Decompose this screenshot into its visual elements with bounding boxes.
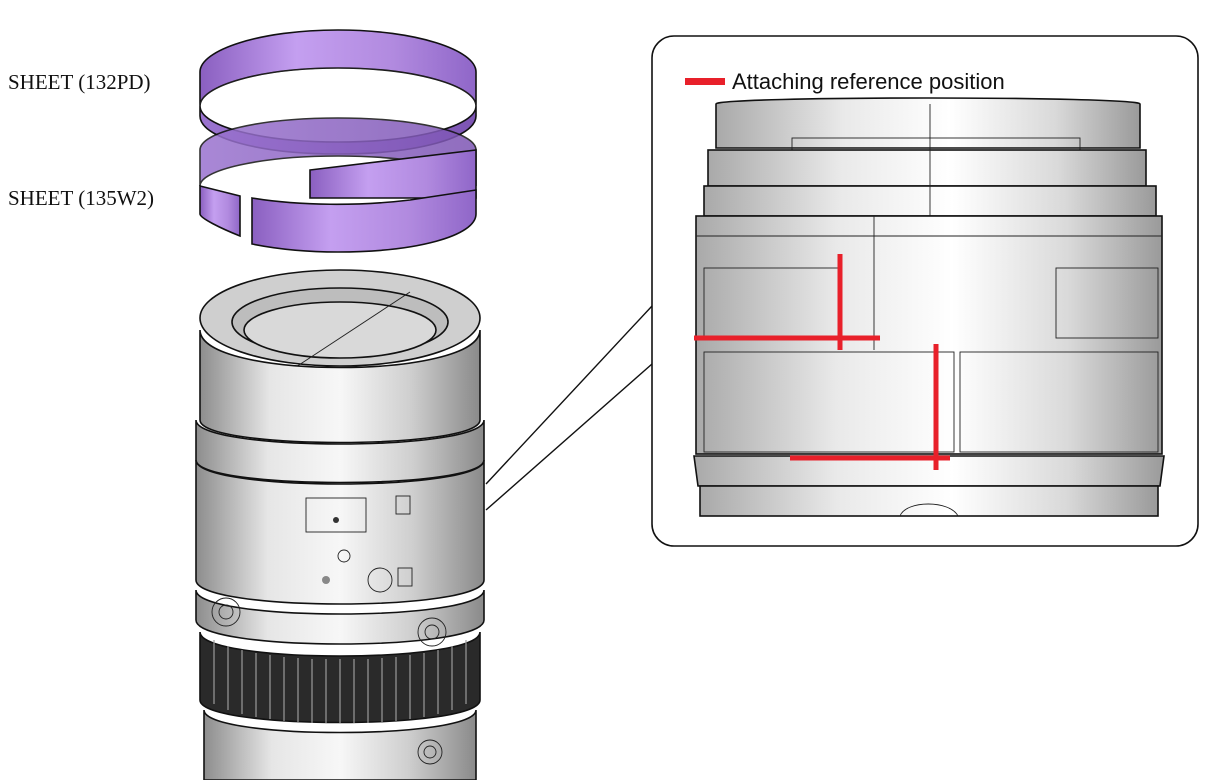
- reference-line-legend-icon: [685, 78, 725, 85]
- sheet-rings: [199, 29, 477, 253]
- sheet-135w2-label: SHEET (135W2): [8, 186, 154, 210]
- detail-view: Attaching reference position: [651, 35, 1199, 547]
- lens-body: [195, 269, 485, 780]
- grip-knurling: [213, 640, 467, 723]
- callout-lines: [485, 305, 653, 511]
- sheet-132pd-label: SHEET (132PD): [8, 70, 151, 94]
- reference-lines: [694, 254, 950, 470]
- legend: Attaching reference position: [685, 69, 1005, 94]
- legend-label: Attaching reference position: [732, 69, 1005, 94]
- sheet-135w2: [199, 117, 477, 253]
